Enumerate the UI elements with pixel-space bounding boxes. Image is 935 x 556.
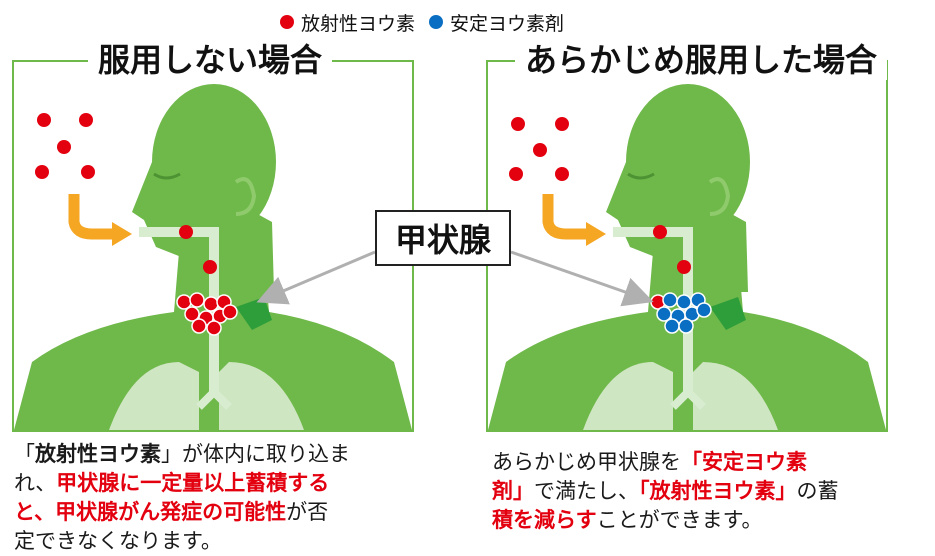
thyroid-label: 甲状腺 [375,210,511,266]
legend: 放射性ヨウ素 安定ヨウ素剤 [280,8,578,36]
legend-stable-label: 安定ヨウ素剤 [450,12,565,35]
person-silhouette-icon [14,84,412,430]
panel-with-medication [486,60,888,432]
left-panel-title: 服用しない場合 [88,40,333,80]
legend-radioactive-label: 放射性ヨウ素 [301,12,416,35]
person-silhouette-icon [488,84,886,430]
panel-without-medication [12,60,414,432]
caption-right: あらかじめ甲状腺を「安定ヨウ素 剤」で満たし、「放射性ヨウ素」の蓄 積を減らすこ… [492,450,839,532]
blue-dot-icon [429,15,444,29]
red-dot-icon [280,15,294,29]
right-panel-title: あらかじめ服用した場合 [515,40,888,80]
legend-stable: 安定ヨウ素剤 [429,9,564,36]
caption-left: 「放射性ヨウ素」が体内に取り込ま れ、甲状腺に一定量以上蓄積する と、甲状腺がん… [14,442,350,553]
thyroid-icon [710,297,746,330]
legend-radioactive: 放射性ヨウ素 [280,9,415,36]
thyroid-icon [236,297,272,330]
